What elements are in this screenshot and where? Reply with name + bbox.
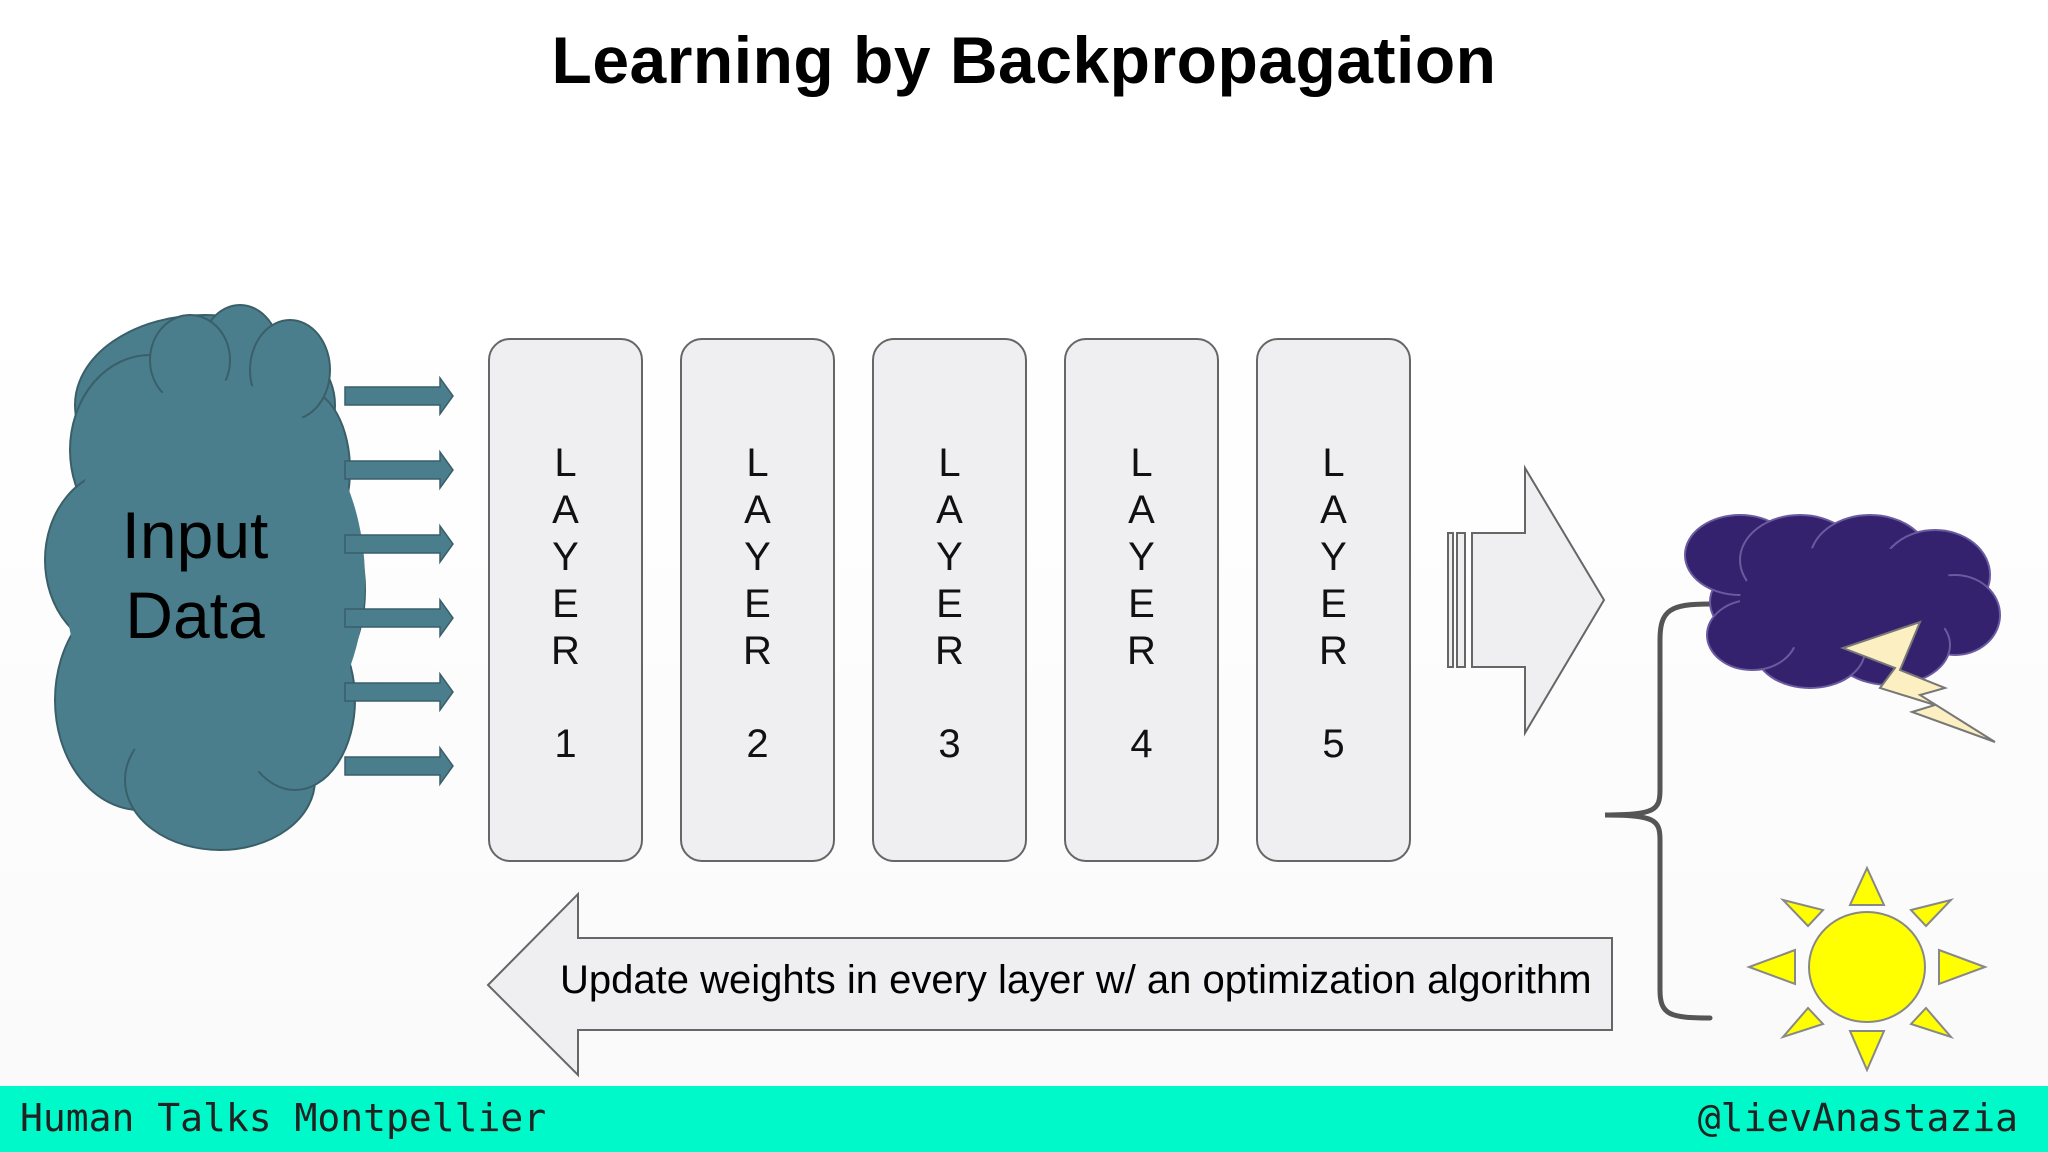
- layer-letter: L: [1130, 441, 1153, 485]
- layer-letter: L: [554, 441, 577, 485]
- layer-letter: R: [1319, 629, 1348, 673]
- storm-cloud-icon: [1684, 514, 2001, 743]
- input-arrow-3: [344, 523, 454, 565]
- input-arrows: [344, 375, 454, 787]
- layer-letter: R: [551, 629, 580, 673]
- layer-letter: A: [1128, 488, 1155, 532]
- layer-letter: E: [1320, 582, 1347, 626]
- input-data-label-line-1: Input: [121, 498, 269, 572]
- layer-number: 4: [1130, 722, 1153, 766]
- layer-letter: R: [1127, 629, 1156, 673]
- layer-letter: Y: [1320, 535, 1347, 579]
- backward-arrow-label: Update weights in every layer w/ an opti…: [560, 958, 1592, 1002]
- layer-letter: R: [743, 629, 772, 673]
- footer-bar: Human Talks Montpellier @lievAnastazia: [0, 1086, 2048, 1152]
- layer-letter: E: [936, 582, 963, 626]
- layer-letter: Y: [552, 535, 579, 579]
- input-data-label: Input Data: [60, 495, 330, 655]
- layer-letter: A: [1320, 488, 1347, 532]
- input-arrow-4: [344, 597, 454, 639]
- footer-event-name: Human Talks Montpellier: [20, 1096, 547, 1140]
- input-arrow-5: [344, 671, 454, 713]
- footer-twitter-handle: @lievAnastazia: [1697, 1096, 2018, 1140]
- layer-letter: Y: [744, 535, 771, 579]
- diagram-canvas: [44, 304, 2001, 1078]
- layer-letter: E: [552, 582, 579, 626]
- layer-number: 2: [746, 722, 769, 766]
- layer-letter: R: [935, 629, 964, 673]
- sun-icon: [1746, 865, 1988, 1073]
- layer-letter: E: [1128, 582, 1155, 626]
- slide-title: Learning by Backpropagation: [551, 23, 1497, 97]
- input-arrow-2: [344, 449, 454, 491]
- layer-letter: L: [938, 441, 961, 485]
- layer-letter: A: [744, 488, 771, 532]
- backward-arrow: [486, 891, 1613, 1078]
- input-data-label-line-2: Data: [125, 578, 265, 652]
- layer-letter: L: [746, 441, 769, 485]
- layer-letter: A: [552, 488, 579, 532]
- input-arrow-1: [344, 375, 454, 417]
- layer-letter: L: [1322, 441, 1345, 485]
- layer-number: 1: [554, 722, 577, 766]
- output-brace: [1604, 601, 1713, 1021]
- layer-letter: E: [744, 582, 771, 626]
- input-arrow-6: [344, 745, 454, 787]
- layer-number: 3: [938, 722, 961, 766]
- layer-letter: A: [936, 488, 963, 532]
- input-data-cloud: [44, 304, 366, 851]
- layer-letter: Y: [936, 535, 963, 579]
- forward-arrow: [1447, 464, 1606, 737]
- layer-letter: Y: [1128, 535, 1155, 579]
- layer-number: 5: [1322, 722, 1345, 766]
- lightning-bolt-icon: [1840, 620, 1996, 743]
